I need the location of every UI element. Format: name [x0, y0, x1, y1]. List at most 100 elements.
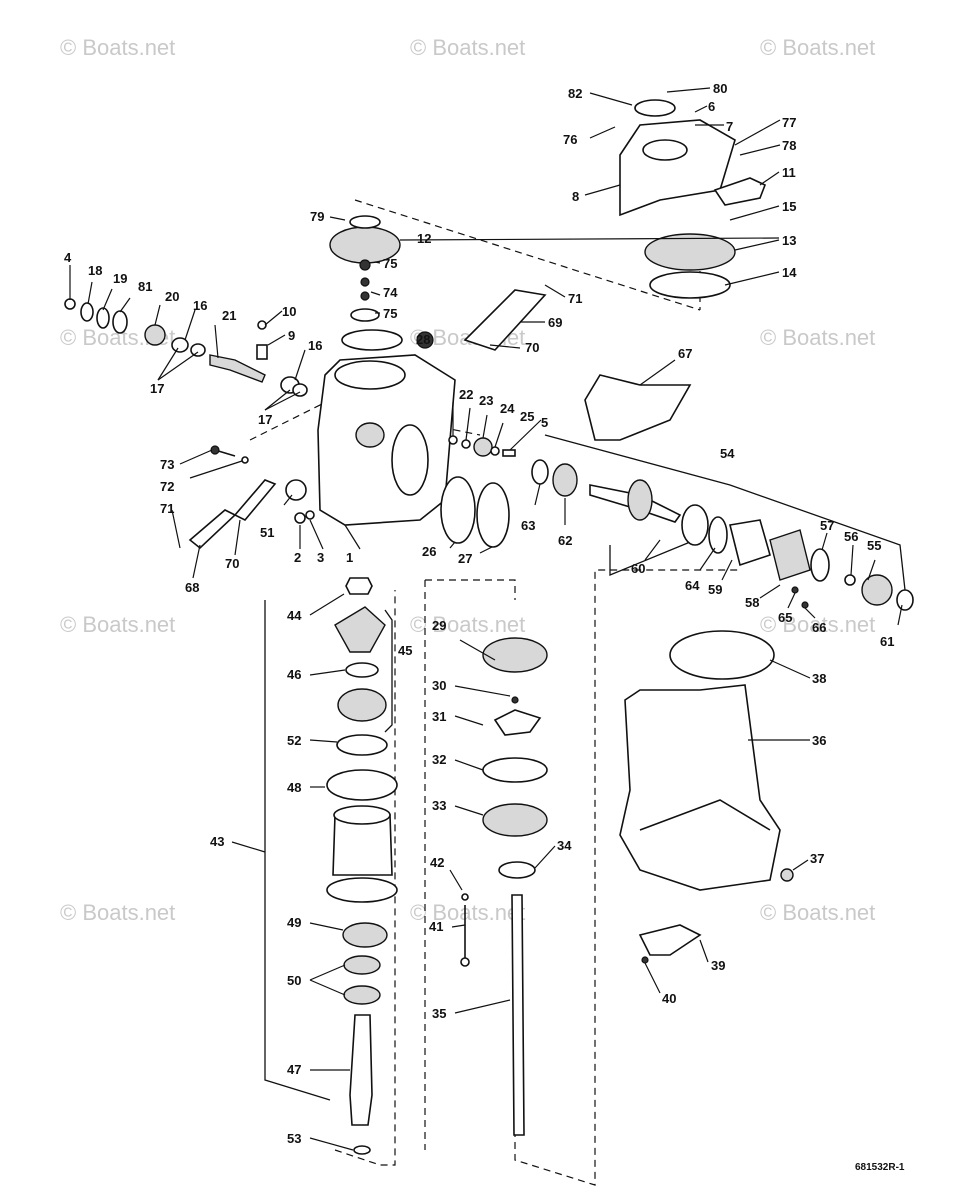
- shift-bracket: [584, 374, 692, 441]
- callout-1: 1: [346, 550, 353, 565]
- o-ring: [634, 99, 676, 117]
- callout-66: 66: [812, 620, 826, 635]
- watermark: © Boats.net: [410, 900, 525, 925]
- callout-14: 14: [782, 265, 797, 280]
- callout-40: 40: [662, 991, 676, 1006]
- callout-78: 78: [782, 138, 796, 153]
- callout-16: 16: [193, 298, 207, 313]
- impeller: [493, 709, 542, 736]
- callout-41: 41: [429, 919, 443, 934]
- callout-5: 5: [541, 415, 548, 430]
- callout-6: 6: [708, 99, 715, 114]
- callout-58: 58: [745, 595, 759, 610]
- callout-57: 57: [820, 518, 834, 533]
- callout-43: 43: [210, 834, 224, 849]
- nut: [345, 577, 373, 595]
- callout-9: 9: [288, 328, 295, 343]
- callout-33: 33: [432, 798, 446, 813]
- pump-housing: [482, 637, 548, 673]
- callout-82: 82: [568, 86, 582, 101]
- callout-39: 39: [711, 958, 725, 973]
- callout-32: 32: [432, 752, 446, 767]
- callout-42: 42: [430, 855, 444, 870]
- callout-20: 20: [165, 289, 179, 304]
- callout-61: 61: [880, 634, 894, 649]
- callout-63: 63: [521, 518, 535, 533]
- lower-housing: [619, 684, 781, 891]
- bearing-plate: [644, 233, 736, 271]
- callout-52: 52: [287, 733, 301, 748]
- callout-74: 74: [383, 285, 398, 300]
- watermark: © Boats.net: [60, 35, 175, 60]
- leader-lines: [69, 87, 903, 1151]
- callout-80: 80: [713, 81, 727, 96]
- callout-17: 17: [258, 412, 272, 427]
- watermark: © Boats.net: [760, 325, 875, 350]
- brackets: [264, 434, 906, 1101]
- cover-plate: [619, 119, 736, 217]
- callout-21: 21: [222, 308, 236, 323]
- callout-labels: 1 2 3 4 5 6 7 8 9 10 11 12 13 14 15 16 1…: [64, 81, 894, 1146]
- callout-70: 70: [525, 340, 539, 355]
- callout-17: 17: [150, 381, 164, 396]
- callout-31: 31: [432, 709, 446, 724]
- callout-38: 38: [812, 671, 826, 686]
- drive-shaft: [511, 894, 525, 1136]
- callout-29: 29: [432, 618, 446, 633]
- callout-75: 75: [383, 256, 397, 271]
- callout-55: 55: [867, 538, 881, 553]
- parts: [64, 99, 914, 1155]
- callout-36: 36: [812, 733, 826, 748]
- callout-7: 7: [726, 119, 733, 134]
- watermark: © Boats.net: [760, 900, 875, 925]
- callout-37: 37: [810, 851, 824, 866]
- callout-70: 70: [225, 556, 239, 571]
- callout-53: 53: [287, 1131, 301, 1146]
- callout-72: 72: [160, 479, 174, 494]
- callout-34: 34: [557, 838, 572, 853]
- callout-22: 22: [459, 387, 473, 402]
- callout-69: 69: [548, 315, 562, 330]
- callout-51: 51: [260, 525, 274, 540]
- callout-28: 28: [416, 332, 430, 347]
- callout-67: 67: [678, 346, 692, 361]
- watermark: © Boats.net: [60, 900, 175, 925]
- callout-49: 49: [287, 915, 301, 930]
- callout-44: 44: [287, 608, 302, 623]
- callout-79: 79: [310, 209, 324, 224]
- callout-68: 68: [185, 580, 199, 595]
- callout-8: 8: [572, 189, 579, 204]
- callout-27: 27: [458, 551, 472, 566]
- callout-30: 30: [432, 678, 446, 693]
- callout-64: 64: [685, 578, 700, 593]
- callout-48: 48: [287, 780, 301, 795]
- callout-2: 2: [294, 550, 301, 565]
- callout-19: 19: [113, 271, 127, 286]
- callout-81: 81: [138, 279, 152, 294]
- callout-23: 23: [479, 393, 493, 408]
- callout-54: 54: [720, 446, 735, 461]
- callout-18: 18: [88, 263, 102, 278]
- callout-4: 4: [64, 250, 72, 265]
- figure-number: 681532R-1: [855, 1162, 905, 1173]
- callout-71: 71: [160, 501, 174, 516]
- callout-25: 25: [520, 409, 534, 424]
- callout-75: 75: [383, 306, 397, 321]
- watermark: © Boats.net: [410, 35, 525, 60]
- callout-77: 77: [782, 115, 796, 130]
- callout-16: 16: [308, 338, 322, 353]
- callout-46: 46: [287, 667, 301, 682]
- callout-71: 71: [568, 291, 582, 306]
- watermark: © Boats.net: [760, 35, 875, 60]
- callout-45: 45: [398, 643, 412, 658]
- callout-62: 62: [558, 533, 572, 548]
- callout-35: 35: [432, 1006, 446, 1021]
- callout-65: 65: [778, 610, 792, 625]
- callout-50: 50: [287, 973, 301, 988]
- callout-12: 12: [417, 231, 431, 246]
- callout-26: 26: [422, 544, 436, 559]
- callout-10: 10: [282, 304, 296, 319]
- watermark: © Boats.net: [410, 612, 525, 637]
- callout-13: 13: [782, 233, 796, 248]
